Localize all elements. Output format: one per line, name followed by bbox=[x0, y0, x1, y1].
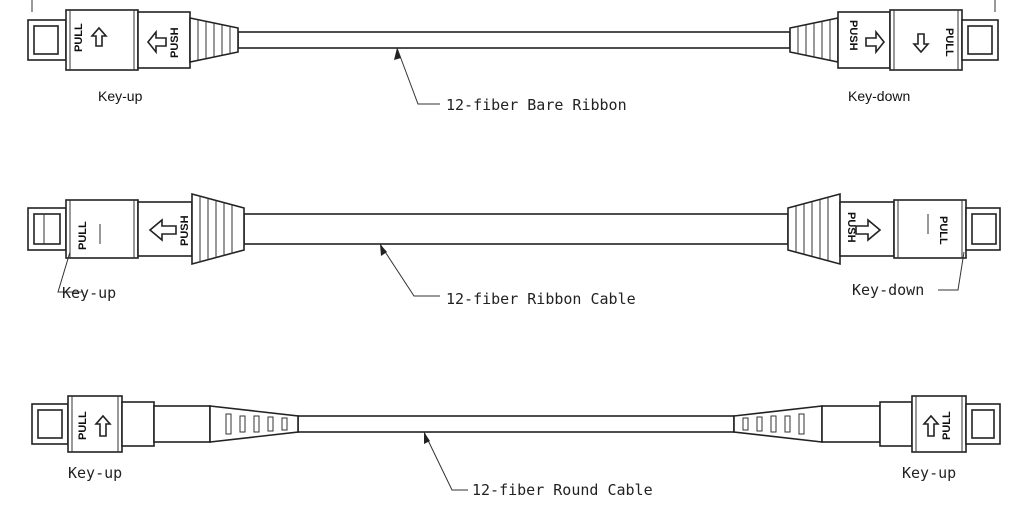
cable-label: 12-fiber Bare Ribbon bbox=[446, 96, 627, 114]
right-push-label: PUSH bbox=[847, 20, 859, 51]
right-key-label: Key-up bbox=[902, 464, 956, 482]
right-connector: PUSH PULL bbox=[789, 9, 999, 71]
cable-leader-line bbox=[379, 243, 440, 297]
right-pull-label: PULL bbox=[937, 216, 949, 245]
cable-leader-line bbox=[423, 431, 468, 491]
cable-leader-line bbox=[396, 47, 440, 105]
left-connector: PULL PUSH bbox=[27, 9, 239, 71]
cable-label: 12-fiber Ribbon Cable bbox=[446, 290, 636, 308]
left-key-label: Key-up bbox=[62, 284, 116, 302]
assembly-bare-ribbon: PULL PUSH PUSH PULL Key-up Key-down bbox=[27, 9, 999, 114]
right-key-leader bbox=[938, 251, 965, 291]
left-pull-label: PULL bbox=[77, 411, 89, 440]
right-push-label: PUSH bbox=[845, 212, 857, 243]
left-connector: PULL bbox=[31, 395, 299, 453]
assembly-round-cable: PULL PULL Key-up Key-up 12-fiber Round C… bbox=[31, 395, 1001, 499]
left-pull-label: PULL bbox=[77, 221, 89, 250]
assembly-ribbon-cable: PULL PUSH PUSH PULL Key-up Key-down bbox=[27, 192, 1001, 308]
right-connector: PULL bbox=[733, 395, 1001, 453]
left-pull-label: PULL bbox=[73, 23, 85, 52]
cable-label: 12-fiber Round Cable bbox=[472, 481, 653, 499]
ribbon-cable bbox=[243, 213, 789, 245]
round-cable bbox=[297, 415, 735, 433]
left-key-leader bbox=[57, 251, 82, 293]
bare-ribbon-cable bbox=[237, 31, 791, 49]
left-push-label: PUSH bbox=[169, 27, 181, 58]
right-key-label: Key-down bbox=[848, 88, 910, 104]
right-pull-label: PULL bbox=[941, 411, 953, 440]
right-key-label: Key-down bbox=[852, 281, 924, 299]
right-pull-label: PULL bbox=[943, 28, 955, 57]
right-connector: PUSH PULL bbox=[787, 192, 1001, 266]
left-key-label: Key-up bbox=[98, 88, 143, 104]
left-push-label: PUSH bbox=[179, 215, 191, 246]
left-connector: PULL PUSH bbox=[27, 192, 245, 266]
left-key-label: Key-up bbox=[68, 464, 122, 482]
